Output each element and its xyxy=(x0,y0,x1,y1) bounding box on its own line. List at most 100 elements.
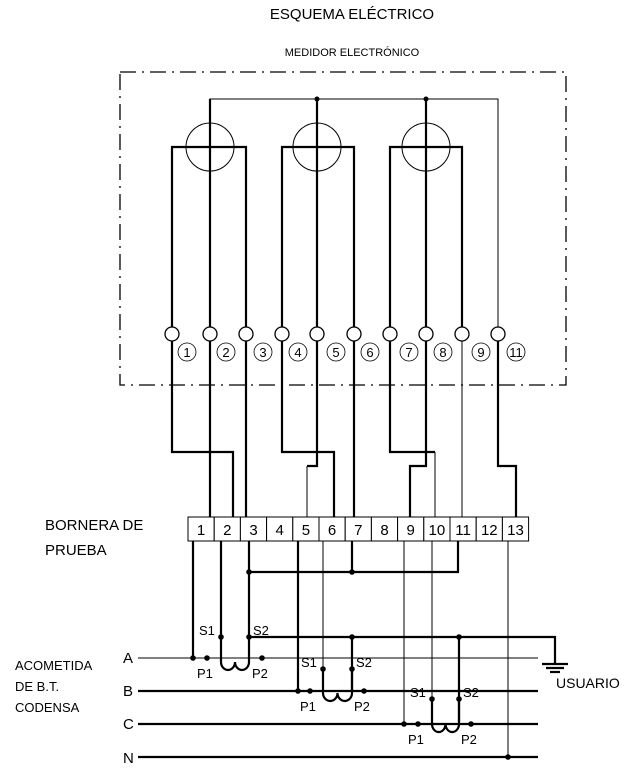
ct-label-s1: S1 xyxy=(199,623,215,638)
junction-dot xyxy=(423,96,429,102)
phase-c-label: C xyxy=(123,716,134,733)
meter-terminal xyxy=(238,326,254,342)
meter-to-bornera-wiring xyxy=(170,341,518,517)
ct-label-p1: P1 xyxy=(408,732,424,747)
meter-internal-wiring xyxy=(170,96,499,334)
phase-a-label: A xyxy=(123,650,133,667)
bornera-number: 1 xyxy=(197,522,205,539)
terminal-dot xyxy=(468,721,474,727)
terminal-dot xyxy=(259,655,265,661)
bornera-cell xyxy=(266,516,294,542)
ct-label-p2: P2 xyxy=(354,699,370,714)
terminal-number: 9 xyxy=(477,345,484,360)
terminal-dot xyxy=(320,666,326,672)
terminal-dot xyxy=(456,696,462,702)
meter-terminal xyxy=(490,326,506,342)
terminal-number-circle xyxy=(216,342,236,362)
terminal-dot xyxy=(204,655,210,661)
meter-terminal xyxy=(454,326,470,342)
bornera-number: 6 xyxy=(328,522,336,539)
terminal-number: 8 xyxy=(439,345,446,360)
bornera-cell xyxy=(370,516,399,542)
supply-label-3: CODENSA xyxy=(15,700,80,715)
terminal-number: 7 xyxy=(405,345,412,360)
ct-label-p1: P1 xyxy=(300,699,316,714)
bornera-to-ct-wiring xyxy=(191,541,557,757)
bornera-number: 7 xyxy=(354,522,362,539)
terminal-dot xyxy=(429,696,435,702)
meter-label: MEDIDOR ELECTRÓNICO xyxy=(285,46,420,59)
terminal-number: 4 xyxy=(294,345,301,360)
bornera-number: 8 xyxy=(380,522,388,539)
bornera-cell xyxy=(292,516,320,542)
meter-terminal xyxy=(418,326,434,342)
bornera-number: 13 xyxy=(507,522,524,539)
supply-label-1: ACOMETIDA xyxy=(15,658,93,673)
terminal-number-circle xyxy=(360,342,380,362)
terminal-number-circle xyxy=(471,342,491,362)
ct-label-p1: P1 xyxy=(197,666,213,681)
terminal-number-circle xyxy=(177,342,197,362)
ct-label-s2: S2 xyxy=(356,655,372,670)
meter-terminal xyxy=(309,326,325,342)
terminal-number-circle xyxy=(253,342,273,362)
meter-terminal xyxy=(382,326,398,342)
ground-icon xyxy=(542,662,568,674)
ct-label-p2: P2 xyxy=(461,732,477,747)
terminal-dot xyxy=(307,688,313,694)
bornera-cell xyxy=(318,516,346,542)
phase-n-label: N xyxy=(123,750,134,767)
supply-label-2: DE B.T. xyxy=(15,679,59,694)
bornera-cell xyxy=(397,516,425,542)
terminal-dot xyxy=(361,688,367,694)
bornera-cell xyxy=(501,516,530,542)
bornera-number: 3 xyxy=(249,522,257,539)
terminal-number-circle xyxy=(399,342,419,362)
terminal-number: 5 xyxy=(332,345,339,360)
meter-enclosure xyxy=(119,71,567,386)
terminal-dot xyxy=(415,721,421,727)
terminal-number-circle xyxy=(288,342,308,362)
bornera-number: 5 xyxy=(302,522,310,539)
diagram-title: ESQUEMA ELÉCTRICO xyxy=(270,6,434,23)
bornera-label-1: BORNERA DE xyxy=(45,517,143,534)
meter-terminal xyxy=(346,326,362,342)
ct-label-s1: S1 xyxy=(301,655,317,670)
bornera-number: 10 xyxy=(429,522,446,539)
terminal-number-circle xyxy=(506,342,526,362)
bornera-cell xyxy=(187,516,215,542)
terminal-number: 6 xyxy=(366,345,373,360)
user-label: USUARIO xyxy=(556,675,620,691)
bornera-cell xyxy=(344,516,372,542)
bornera-number: 4 xyxy=(276,522,284,539)
phase-b-label: B xyxy=(123,683,133,700)
ct-label-s2: S2 xyxy=(253,623,269,638)
terminal-number: 1 xyxy=(183,345,190,360)
bornera-number: 12 xyxy=(481,522,498,539)
meter-terminal xyxy=(164,326,180,342)
terminal-number: 3 xyxy=(259,345,266,360)
terminal-number: 11 xyxy=(509,345,523,360)
terminal-dot xyxy=(246,634,252,640)
meter-terminal xyxy=(202,326,218,342)
ct-label-s2: S2 xyxy=(463,685,479,700)
bornera-label-2: PRUEBA xyxy=(45,542,107,559)
bornera-cell xyxy=(449,516,477,542)
terminal-dot xyxy=(218,634,224,640)
terminal-number-circle xyxy=(326,342,346,362)
junction-dot xyxy=(314,96,320,102)
terminal-number: 2 xyxy=(222,345,229,360)
meter-terminal xyxy=(274,326,290,342)
bornera-number: 2 xyxy=(223,522,231,539)
bornera-cell xyxy=(423,516,451,542)
bornera-number: 9 xyxy=(407,522,415,539)
terminal-number-circle xyxy=(433,342,453,362)
ct-label-p2: P2 xyxy=(252,666,268,681)
terminal-dot xyxy=(349,666,355,672)
bornera-number: 11 xyxy=(455,522,471,539)
